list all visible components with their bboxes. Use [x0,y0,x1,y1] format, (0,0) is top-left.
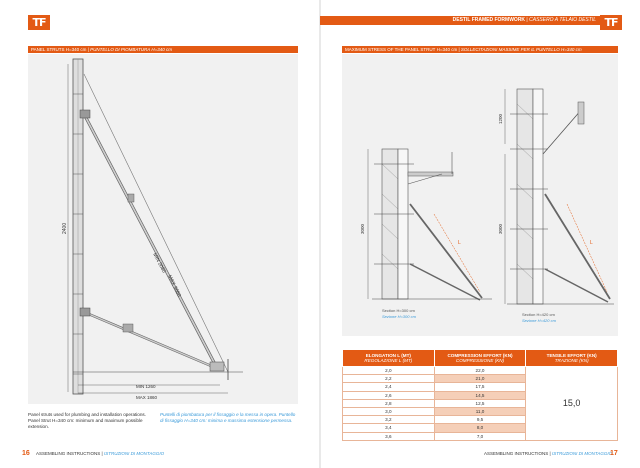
compression-cell: 9,5 [433,415,527,425]
dim-right-top-label: 1200 [498,113,503,124]
stress-table: ELONGATION L (MT)REGOLAZIONE L (MT) COMP… [342,349,618,441]
length-label-b: L [590,240,593,246]
dim-left-label: 3000 [360,223,365,234]
header-tensile: TENSILE EFFORT (KN)TRAZIONE (KN) [525,349,618,367]
elongation-cell: 3,2 [342,415,435,425]
header-elongation: ELONGATION L (MT)REGOLAZIONE L (MT) [342,349,435,367]
header-bar: DESTIL FRAMED FORMWORK | CASSERO A TELAI… [320,16,600,25]
page-number-left: 16 [22,450,30,457]
compression-cell: 12,5 [433,398,527,408]
section-a-label: Section H=300 cm [382,308,415,313]
elongation-cell: 2,8 [342,398,435,408]
compression-cell: 14,5 [433,390,527,400]
header-compression: COMPRESSION EFFORT (KN)COMPRESSIONE (KN) [433,349,527,367]
compression-cell: 8,0 [433,423,527,433]
compression-cell: 11,0 [433,406,527,417]
brand-logo-right: TF [600,15,622,30]
elongation-cell: 2,0 [342,365,435,376]
right-page: DESTIL FRAMED FORMWORK | CASSERO A TELAI… [320,0,640,468]
length-label-a: L [458,240,461,246]
max-base-label: MAX 1860 [136,395,158,400]
min-base-label: MIN 1260 [136,384,156,389]
section-b-label-it: Sezione H=420 cm [522,318,557,323]
compression-cell: 17,5 [433,382,527,392]
elongation-cell: 2,4 [342,382,435,392]
table-row: 2,0 22,0 15,0 [342,365,618,441]
left-section-title: PANEL STRUTS H=340 cm | PUNTELLO DI PIOM… [28,46,298,53]
stress-diagram: 3000 L Section H=300 cm Sezione H=300 cm [360,88,614,323]
page-gutter [319,0,321,468]
table-row: 3,6 7,0 [342,431,618,441]
elongation-cell: 3,6 [342,431,435,441]
panel-strut-diagram: 2400 MIN 2080 MAX 3660 MIN 1260 MAX 1860 [62,58,243,400]
tensile-cell: 15,0 [525,366,618,441]
compression-cell: 21,0 [433,374,527,384]
left-diagram-panel: 2400 MIN 2080 MAX 3660 MIN 1260 MAX 1860 [28,54,298,404]
elongation-cell: 2,2 [342,374,435,384]
compression-cell: 22,0 [433,365,527,376]
right-section-title: MAXIMUM STRESS OF THE PANEL STRUT H=340 … [342,46,618,53]
stress-table-header: ELONGATION L (MT)REGOLAZIONE L (MT) COMP… [342,349,618,367]
elongation-cell: 3,4 [342,423,435,433]
left-page: TF PANEL STRUTS H=340 cm | PUNTELLO DI P… [22,15,298,457]
height-dimension-label: 2400 [62,223,68,234]
elongation-cell: 2,6 [342,390,435,400]
caption-english: Panel struts used for plumbing and insta… [28,412,146,429]
section-b-label: Section H=420 cm [522,312,555,317]
elongation-cell: 3,0 [342,406,435,417]
dim-right-label: 3000 [498,223,503,234]
section-a-label-it: Sezione H=300 cm [382,314,417,319]
min-length-label: MIN 2080 [151,252,167,274]
footer-right: ASSEMBLING INSTRUCTIONS | ISTRUZIONI DI … [484,451,613,456]
brand-logo: TF [28,15,50,30]
caption-italian: Puntelli di piombatura per il fissaggio … [160,412,296,423]
footer-left: ASSEMBLING INSTRUCTIONS | ISTRUZIONI DI … [36,451,165,456]
page-number-right: 17 [610,450,618,457]
right-diagram-panel: 3000 L Section H=300 cm Sezione H=300 cm [342,54,618,336]
compression-cell: 7,0 [433,431,527,441]
max-length-label: MAX 3660 [166,274,182,298]
